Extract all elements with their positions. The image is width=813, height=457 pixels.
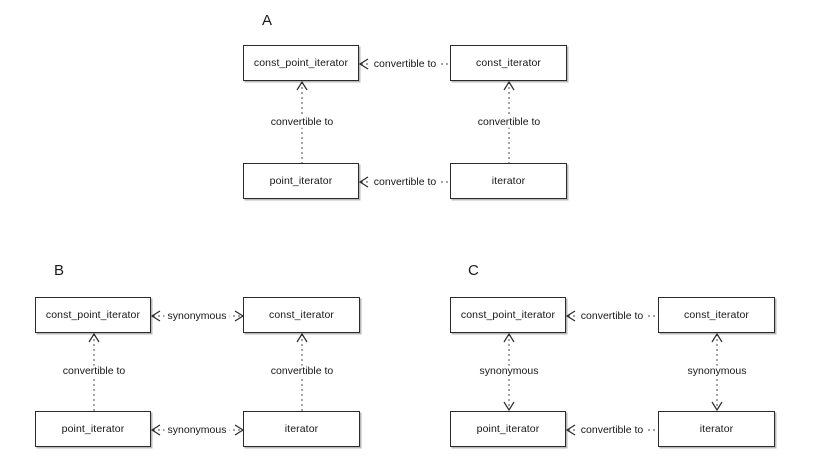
panel-c-node-iterator[interactable]: iterator	[658, 411, 775, 447]
panel-a-edge-label-right-vertical: convertible to	[474, 117, 544, 128]
panel-b-node-point-iterator[interactable]: point_iterator	[35, 411, 151, 447]
panel-label-a: A	[262, 12, 273, 29]
node-label: const_iterator	[683, 308, 749, 321]
node-label: point_iterator	[61, 422, 125, 435]
panel-b-node-const-iterator[interactable]: const_iterator	[243, 297, 360, 333]
node-label: const_point_iterator	[460, 308, 556, 321]
panel-b-edge-label-left-vertical: convertible to	[59, 366, 129, 377]
panel-a-node-const-iterator[interactable]: const_iterator	[450, 45, 567, 81]
panel-a-node-iterator[interactable]: iterator	[450, 163, 567, 199]
node-label: const_iterator	[268, 308, 334, 321]
panel-c-edge-label-bottom-horizontal: convertible to	[577, 425, 647, 436]
panel-c-edge-label-right-vertical: synonymous	[684, 366, 750, 377]
panel-a-node-const-point-iterator[interactable]: const_point_iterator	[243, 45, 359, 81]
node-label: iterator	[699, 422, 734, 435]
panel-b-edge-label-top-horizontal: synonymous	[164, 311, 230, 322]
panel-c-node-const-point-iterator[interactable]: const_point_iterator	[450, 297, 566, 333]
panel-label-b: B	[54, 262, 65, 279]
panel-b-node-iterator[interactable]: iterator	[243, 411, 360, 447]
node-label: point_iterator	[269, 174, 333, 187]
panel-a-edge-label-bottom-horizontal: convertible to	[370, 177, 440, 188]
panel-b-edge-label-right-vertical: convertible to	[267, 366, 337, 377]
panel-c-edge-label-left-vertical: synonymous	[476, 366, 542, 377]
node-label: iterator	[491, 174, 526, 187]
node-label: const_iterator	[475, 56, 541, 69]
panel-c-node-point-iterator[interactable]: point_iterator	[450, 411, 566, 447]
panel-c-edge-label-top-horizontal: convertible to	[577, 311, 647, 322]
panel-b-edge-label-bottom-horizontal: synonymous	[164, 425, 230, 436]
panel-c-node-const-iterator[interactable]: const_iterator	[658, 297, 775, 333]
panel-a-edge-label-top-horizontal: convertible to	[370, 59, 440, 70]
panel-label-c: C	[468, 262, 479, 279]
panel-a-node-point-iterator[interactable]: point_iterator	[243, 163, 359, 199]
node-label: const_point_iterator	[253, 56, 349, 69]
node-label: const_point_iterator	[45, 308, 141, 321]
node-label: point_iterator	[476, 422, 540, 435]
panel-a-edge-label-left-vertical: convertible to	[267, 117, 337, 128]
node-label: iterator	[284, 422, 319, 435]
panel-b-node-const-point-iterator[interactable]: const_point_iterator	[35, 297, 151, 333]
